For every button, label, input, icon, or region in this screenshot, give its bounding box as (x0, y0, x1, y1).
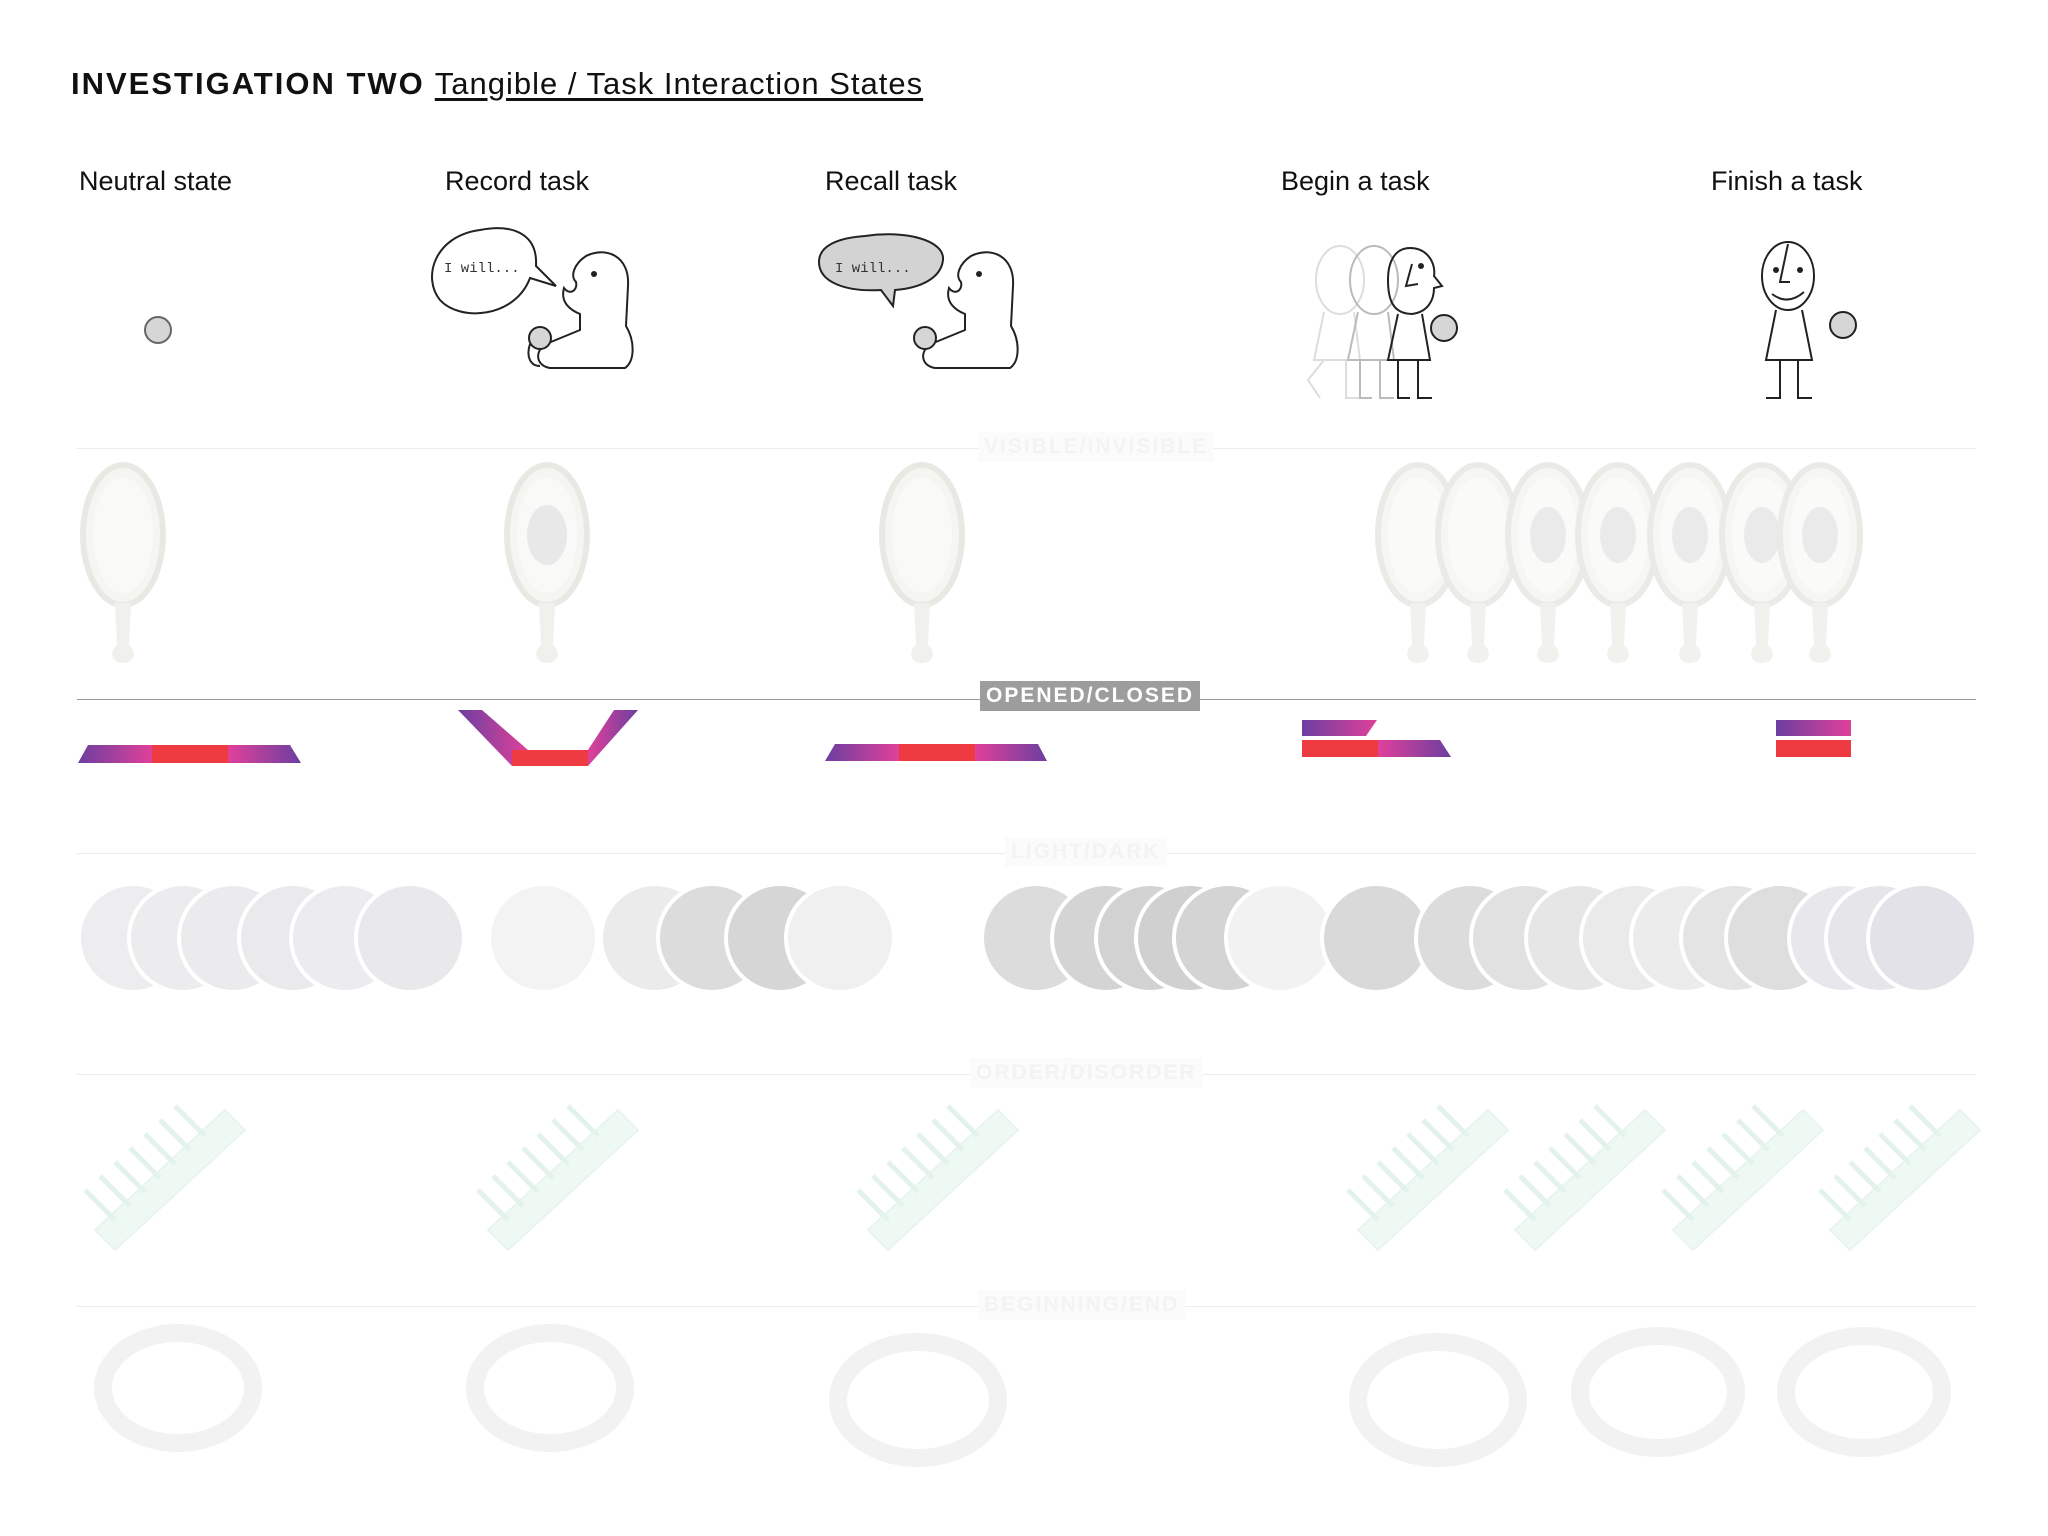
comb-finish-icon (1820, 1106, 1980, 1250)
page-title: INVESTIGATION TWO Tangible / Task Interac… (71, 66, 923, 102)
hinge-recall-icon (825, 744, 1047, 761)
finish-task-figure (1761, 241, 1857, 399)
ring-recall-icon (829, 1333, 1007, 1467)
hinge-record-icon (458, 710, 638, 766)
comb-begin-icon (1348, 1106, 1508, 1250)
comb-record-icon (478, 1106, 638, 1250)
mirror-recall-icon (882, 465, 962, 663)
record-task-figure: I will... (431, 227, 634, 369)
hinge-row (78, 710, 1851, 766)
ring-sequence-icon (1571, 1327, 1745, 1457)
moon-phase-icon (354, 882, 466, 994)
recall-speech-text: I will... (835, 261, 911, 277)
moon-phase-icon (1866, 882, 1978, 994)
title-subtitle: Tangible / Task Interaction States (434, 66, 924, 101)
ring-record-icon (466, 1324, 634, 1452)
moon-row (77, 882, 1978, 994)
moon-phase-icon (1224, 882, 1336, 994)
ring-row (94, 1324, 1951, 1467)
column-header-recall: Recall task (825, 166, 958, 196)
moon-phase-icon (784, 882, 896, 994)
column-header-record: Record task (445, 166, 590, 196)
moon-phase-icon (487, 882, 599, 994)
band-label-visible: VISIBLE/INVISIBLE (978, 432, 1215, 462)
comb-neutral-icon (85, 1106, 245, 1250)
ring-finish-icon (1777, 1327, 1951, 1457)
mirror-row (0, 455, 2048, 670)
column-header-finish: Finish a task (1711, 166, 1863, 196)
record-speech-text: I will... (444, 261, 520, 277)
band-label-opened: OPENED/CLOSED (980, 681, 1201, 711)
comb-recall-icon (858, 1106, 1018, 1250)
neutral-ball-icon (144, 316, 172, 344)
hinge-finish-icon (1776, 720, 1851, 757)
band-label-beginning: BEGINNING/END (978, 1290, 1186, 1320)
ring-neutral-icon (94, 1324, 262, 1452)
comb-row (0, 1080, 2048, 1260)
comb-sequence-2-icon (1505, 1106, 1665, 1250)
title-investigation: INVESTIGATION TWO (71, 66, 425, 101)
ring-begin-icon (1349, 1333, 1527, 1467)
comb-sequence-3-icon (1663, 1106, 1823, 1250)
begin-task-figure (1306, 245, 1458, 399)
band-label-order: ORDER/DISORDER (970, 1058, 1203, 1088)
column-header-neutral: Neutral state (79, 166, 233, 196)
recall-task-figure: I will... (817, 233, 1019, 369)
mirror-sequence-icon (1378, 465, 1860, 663)
column-header-begin: Begin a task (1281, 166, 1430, 196)
hinge-begin-icon (1302, 720, 1451, 757)
hinge-neutral-icon (78, 745, 301, 763)
moon-phase-icon (1320, 882, 1432, 994)
mirror-neutral-icon (83, 465, 163, 663)
mirror-record-icon (507, 465, 587, 663)
band-label-light: LIGHT/DARK (1005, 837, 1167, 867)
